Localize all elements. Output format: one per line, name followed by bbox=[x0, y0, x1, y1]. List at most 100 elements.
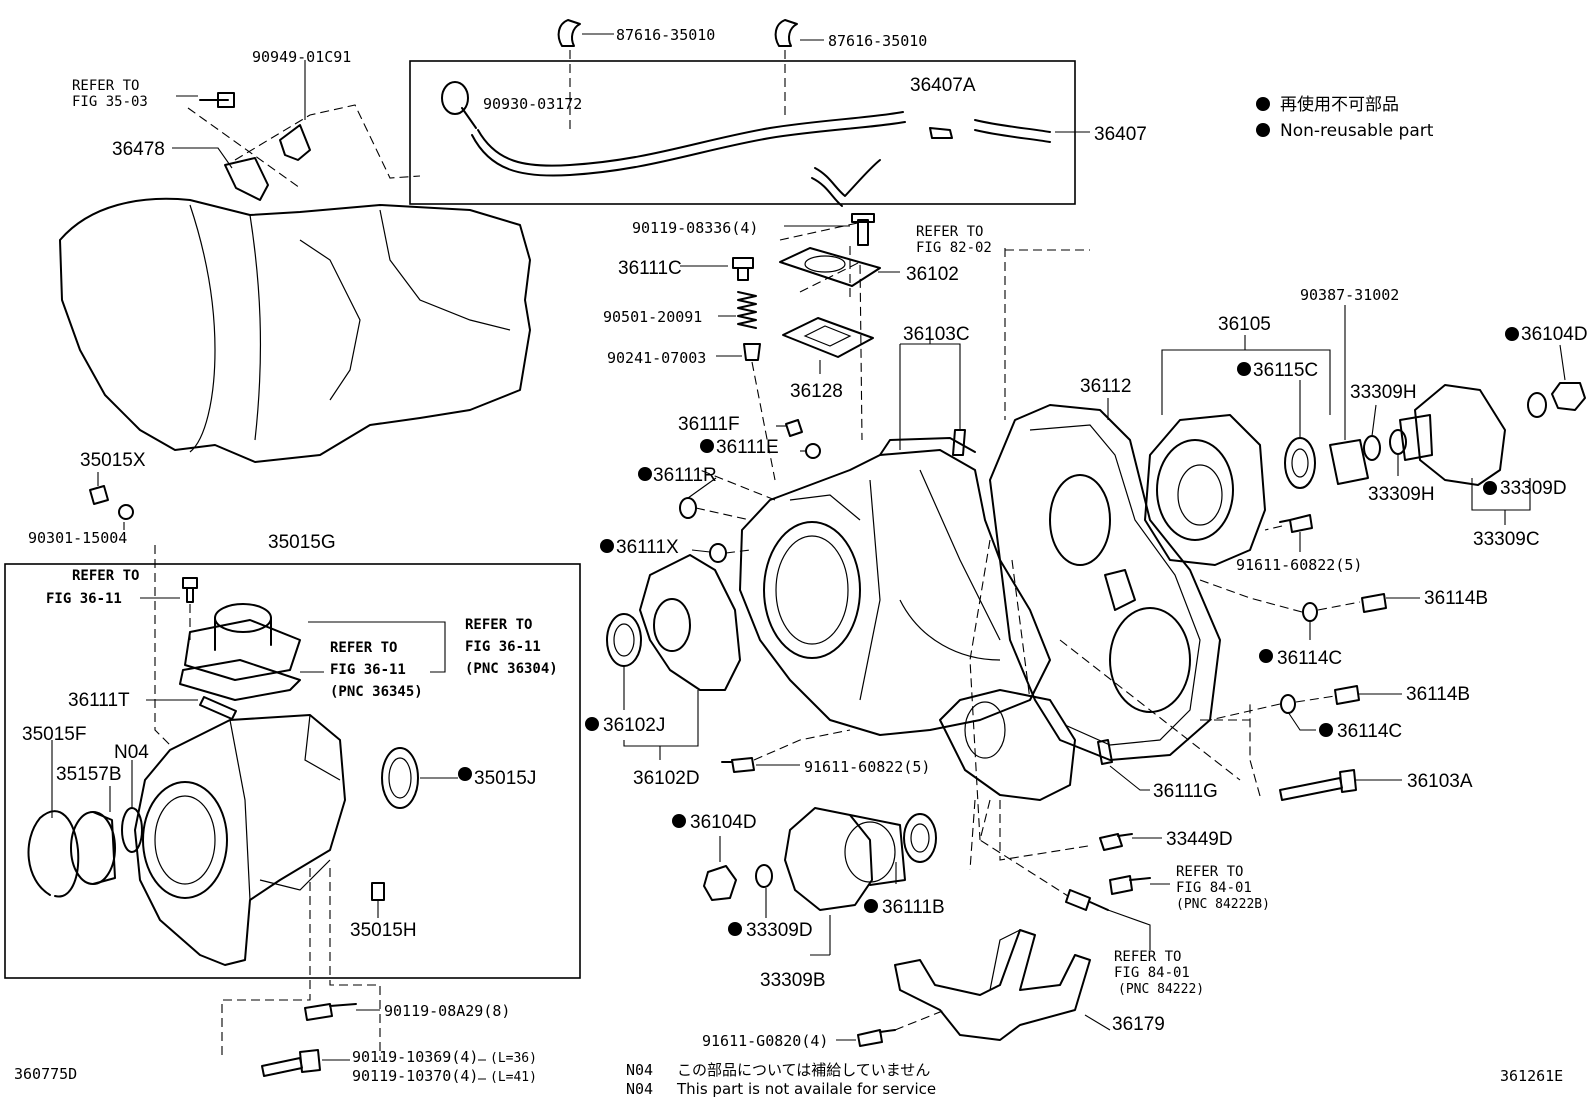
label-36111B: 36111B bbox=[882, 897, 945, 918]
oring-N04 bbox=[121, 807, 143, 853]
label-36407: 36407 bbox=[1094, 124, 1147, 145]
label-refer-84-01-b-line3: (PNC 84222) bbox=[1118, 982, 1204, 997]
label-36114B-a: 36114B bbox=[1424, 588, 1488, 609]
label-91611-G0820: 91611-G0820(4) bbox=[702, 1032, 828, 1050]
label-36111X: 36111X bbox=[616, 537, 679, 558]
label-refer-84-01-a-line1: REFER TO bbox=[1176, 864, 1243, 880]
bolt-refer-36-11 bbox=[182, 577, 198, 603]
seal-35015J bbox=[381, 747, 419, 809]
legend-text-en: Non-reusable part bbox=[1280, 121, 1434, 141]
label-35015G: 35015G bbox=[268, 532, 336, 553]
label-36103A: 36103A bbox=[1407, 771, 1473, 792]
footnote-code-1: N04 bbox=[626, 1061, 653, 1079]
plug-36114B-a bbox=[1361, 593, 1387, 613]
collar-90387 bbox=[1329, 439, 1369, 485]
label-refer-36-11-b-line1: REFER TO bbox=[465, 617, 532, 633]
label-36103C: 36103C bbox=[903, 324, 970, 345]
label-length-41: (L=41) bbox=[490, 1070, 537, 1085]
label-refer-36-11-b-line3: (PNC 36304) bbox=[465, 661, 558, 677]
non-reusable-markers bbox=[458, 327, 1519, 936]
washer-33309H-a bbox=[1363, 435, 1381, 461]
bolt-91611-60822-l bbox=[721, 757, 755, 773]
legend-dot-jp bbox=[1256, 97, 1270, 111]
label-refer-35-03-line1: REFER TO bbox=[72, 78, 139, 94]
label-36114B-b: 36114B bbox=[1406, 684, 1470, 705]
washer-33309D-r bbox=[1527, 392, 1547, 418]
washer-33309D-l bbox=[755, 864, 773, 888]
ball-90241 bbox=[743, 343, 761, 361]
label-refer-36-11-c-line3: (PNC 36345) bbox=[330, 684, 423, 700]
label-90301: 90301-15004 bbox=[28, 529, 127, 547]
footnote-code-2: N04 bbox=[626, 1080, 653, 1098]
label-refer-82-02-line1: REFER TO bbox=[916, 224, 983, 240]
hose-clip-87616-a bbox=[557, 19, 581, 47]
label-36179: 36179 bbox=[1112, 1014, 1165, 1035]
figure-code-right: 361261E bbox=[1500, 1067, 1563, 1085]
legend-text-jp: 再使用不可部品 bbox=[1280, 94, 1399, 115]
label-N04: N04 bbox=[114, 742, 149, 763]
hose-clip-87616-b bbox=[774, 19, 798, 47]
label-refer-36-11-c-line2: FIG 36-11 bbox=[330, 662, 406, 678]
label-refer-35-03-line2: FIG 35-03 bbox=[72, 94, 148, 110]
label-refer-84-01-a-line2: FIG 84-01 bbox=[1176, 880, 1252, 896]
label-35015H: 35015H bbox=[350, 920, 417, 941]
label-refer-36-11-c-line1: REFER TO bbox=[330, 640, 397, 656]
bolt-91611-60822-r bbox=[1279, 514, 1313, 533]
front-flange-33309B bbox=[784, 807, 906, 911]
label-36111R: 36111R bbox=[653, 465, 717, 486]
label-refer-82-02-line2: FIG 82-02 bbox=[916, 240, 992, 256]
plug-35015X bbox=[89, 485, 109, 505]
label-33309D-left: 33309D bbox=[746, 920, 813, 941]
label-36114C-b: 36114C bbox=[1337, 721, 1402, 742]
bracket-36478 bbox=[224, 157, 269, 201]
bolt-36103A bbox=[1279, 769, 1357, 801]
sensor-refer-84-01-a bbox=[1109, 875, 1151, 895]
rear-case-36105 bbox=[1144, 414, 1266, 566]
front-adapter-36102D bbox=[639, 554, 741, 691]
label-36104D-left: 36104D bbox=[690, 812, 757, 833]
plate-refer-36-11 bbox=[184, 603, 301, 681]
label-36478: 36478 bbox=[112, 139, 165, 160]
label-36112: 36112 bbox=[1080, 376, 1131, 397]
label-90949: 90949-01C91 bbox=[252, 48, 351, 66]
legend-dot-en bbox=[1256, 123, 1270, 137]
label-33449D: 33449D bbox=[1166, 829, 1233, 850]
label-refer-36-11-a-line1: REFER TO bbox=[72, 568, 139, 584]
flange-33309C bbox=[1399, 384, 1506, 486]
snap-ring-35015F bbox=[27, 810, 80, 898]
label-33309D-right: 33309D bbox=[1500, 478, 1567, 499]
label-90241: 90241-07003 bbox=[607, 349, 706, 367]
plug-36114B-b bbox=[1334, 685, 1360, 705]
label-90501: 90501-20091 bbox=[603, 308, 702, 326]
label-refer-84-01-b-line2: FIG 84-01 bbox=[1114, 965, 1190, 981]
label-90387: 90387-31002 bbox=[1300, 286, 1399, 304]
extension-housing-35015G bbox=[134, 714, 346, 966]
bolt-refer-35-03 bbox=[199, 92, 235, 108]
bolt-90119-08336 bbox=[851, 213, 875, 246]
footnote-text-jp: この部品については補給していません bbox=[677, 1061, 930, 1079]
seal-36111R bbox=[679, 497, 697, 519]
label-36105: 36105 bbox=[1218, 314, 1271, 335]
label-35015F: 35015F bbox=[22, 724, 86, 745]
label-refer-36-11-b-line2: FIG 36-11 bbox=[465, 639, 541, 655]
bracket-36179 bbox=[894, 929, 1091, 1041]
label-36102D: 36102D bbox=[633, 768, 700, 789]
extension-housing-group-box bbox=[4, 563, 581, 979]
transfer-front-housing bbox=[939, 689, 1076, 801]
label-length-36: (L=36) bbox=[490, 1051, 537, 1066]
label-91611-60822-left: 91611-60822(5) bbox=[804, 758, 930, 776]
dowel-pin-36103C bbox=[952, 429, 966, 456]
gasket-refer-36-11 bbox=[179, 659, 301, 701]
label-36111E: 36111E bbox=[716, 437, 779, 458]
label-36115C: 36115C bbox=[1253, 360, 1318, 381]
footnote-text-en: This part is not availale for service bbox=[676, 1080, 936, 1098]
label-90119-08A29: 90119-08A29(8) bbox=[384, 1002, 510, 1020]
label-33309C: 33309C bbox=[1473, 529, 1540, 550]
label-refer-84-01-a-line3: (PNC 84222B) bbox=[1176, 897, 1270, 912]
bolt-90119-10369 bbox=[261, 1049, 321, 1077]
transfer-rear-cover bbox=[989, 404, 1221, 761]
nut-36104D-l bbox=[703, 865, 737, 901]
plug-36111C bbox=[732, 257, 754, 281]
